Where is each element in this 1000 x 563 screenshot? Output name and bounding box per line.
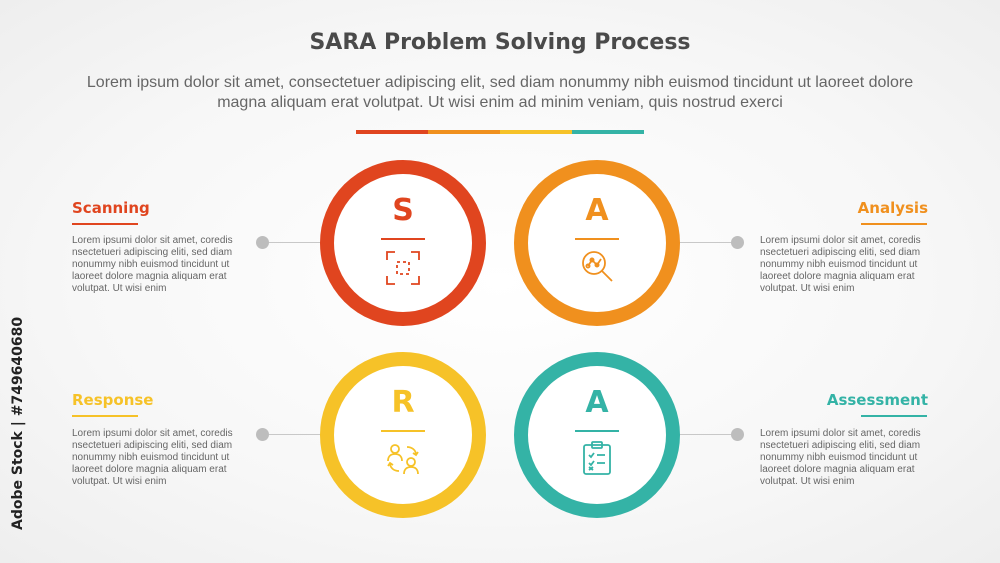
response-letter: R [391, 385, 415, 420]
scan-icon [386, 251, 420, 285]
assessment-ring [514, 352, 680, 518]
scanning-heading-underline [72, 223, 138, 225]
connector-scanning [262, 242, 322, 243]
stock-watermark: Adobe Stock | #749640680 [10, 316, 26, 530]
scanning-description: Lorem ipsumi dolor sit amet, coredis nse… [72, 235, 233, 294]
analysis-ring [514, 160, 680, 326]
connector-assessment [678, 434, 738, 435]
analysis-letter: A [585, 193, 609, 228]
page-subtitle: Lorem ipsum dolor sit amet, consectetuer… [86, 74, 914, 111]
page-title: SARA Problem Solving Process [309, 30, 691, 55]
color-bar-orange [428, 130, 500, 134]
response-ring [320, 352, 486, 518]
analysis-heading-underline [861, 223, 927, 225]
response-heading-underline [72, 415, 138, 417]
color-bar-red [356, 130, 428, 134]
response-description: Lorem ipsumi dolor sit amet, coredis nse… [72, 428, 233, 487]
scanning-letter: S [392, 193, 414, 228]
scanning-ring [320, 160, 486, 326]
assessment-heading: Assessment [826, 391, 928, 409]
clipboard-checklist-icon [583, 441, 611, 475]
analysis-letter-underline [575, 238, 619, 240]
scanning-letter-underline [381, 238, 425, 240]
color-bar-yellow [500, 130, 572, 134]
people-exchange-icon [387, 444, 419, 475]
connector-analysis [678, 242, 738, 243]
analysis-heading: Analysis [857, 199, 928, 217]
assessment-letter-underline [575, 430, 619, 432]
response-letter-underline [381, 430, 425, 432]
connector-response [262, 434, 322, 435]
dot-response [256, 428, 269, 441]
analysis-description: Lorem ipsumi dolor sit amet, coredis nse… [760, 235, 921, 294]
scanning-heading: Scanning [72, 199, 150, 217]
analysis-magnifier-icon [582, 251, 613, 282]
response-heading: Response [72, 391, 154, 409]
assessment-letter: A [585, 385, 609, 420]
assessment-heading-underline [861, 415, 927, 417]
color-bar-teal [572, 130, 644, 134]
dot-analysis [731, 236, 744, 249]
dot-scanning [256, 236, 269, 249]
dot-assessment [731, 428, 744, 441]
assessment-description: Lorem ipsumi dolor sit amet, coredis nse… [760, 428, 921, 487]
